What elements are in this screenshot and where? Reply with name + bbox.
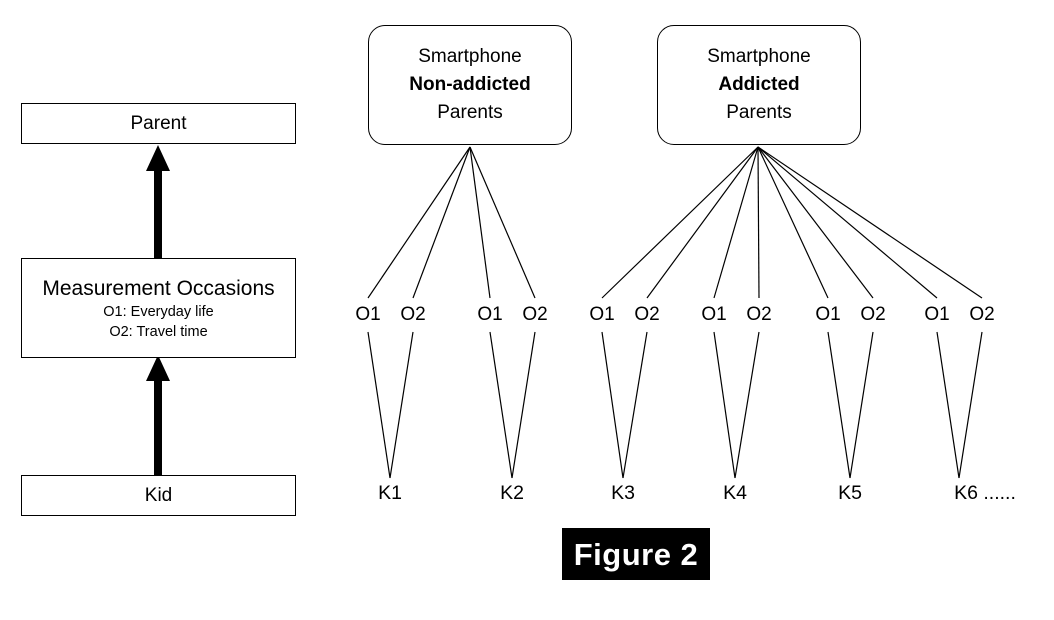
occasion-node-4[interactable]: O2	[522, 304, 548, 325]
group-box-addicted[interactable]: Smartphone Addicted Parents	[657, 25, 861, 145]
kid-node-6[interactable]: K6 ......	[954, 482, 1016, 504]
kid-node-3[interactable]: K3	[611, 482, 635, 504]
occasion-node-6[interactable]: O2	[634, 304, 660, 325]
level-box-parent: Parent	[21, 103, 296, 144]
occasion-node-5[interactable]: O1	[589, 304, 615, 325]
group-addicted-line3: Parents	[726, 102, 792, 123]
kid-node-2[interactable]: K2	[500, 482, 524, 504]
occasion-node-7[interactable]: O1	[701, 304, 727, 325]
level-sub-o1: O1: Everyday life	[103, 303, 214, 320]
level-title-kid: Kid	[144, 484, 173, 506]
level-title-measurement-occasions: Measurement Occasions	[42, 276, 275, 300]
occasion-node-3[interactable]: O1	[477, 304, 503, 325]
level-box-measurement-occasions: Measurement Occasions O1: Everyday life …	[21, 258, 296, 358]
occasion-node-8[interactable]: O2	[746, 304, 772, 325]
fan-addicted-group	[601, 146, 983, 299]
group-addicted-line2: Addicted	[718, 74, 800, 95]
figure-caption-text: Figure 2	[573, 536, 699, 572]
occasion-node-12[interactable]: O2	[969, 304, 995, 325]
arrow-occasions-to-parent	[146, 145, 170, 258]
level-sub-o2: O2: Travel time	[109, 323, 208, 340]
level-box-kid: Kid	[21, 475, 296, 516]
figure-caption: Figure 2	[562, 528, 710, 580]
occasion-node-9[interactable]: O1	[815, 304, 841, 325]
occasion-node-10[interactable]: O2	[860, 304, 886, 325]
links-occasions-to-kids	[367, 331, 983, 479]
occasion-node-11[interactable]: O1	[924, 304, 950, 325]
group-non-addicted-line3: Parents	[437, 102, 503, 123]
kid-node-4[interactable]: K4	[723, 482, 747, 504]
group-non-addicted-line2: Non-addicted	[409, 74, 531, 95]
arrow-kid-to-occasions	[146, 355, 170, 475]
kid-node-1[interactable]: K1	[378, 482, 402, 504]
group-addicted-line1: Smartphone	[707, 46, 811, 67]
occasion-node-1[interactable]: O1	[355, 304, 381, 325]
fan-non-addicted-group	[367, 146, 536, 299]
level-title-parent: Parent	[130, 112, 187, 134]
group-box-non-addicted[interactable]: Smartphone Non-addicted Parents	[368, 25, 572, 145]
kid-node-5[interactable]: K5	[838, 482, 862, 504]
group-non-addicted-line1: Smartphone	[418, 46, 522, 67]
occasion-node-2[interactable]: O2	[400, 304, 426, 325]
